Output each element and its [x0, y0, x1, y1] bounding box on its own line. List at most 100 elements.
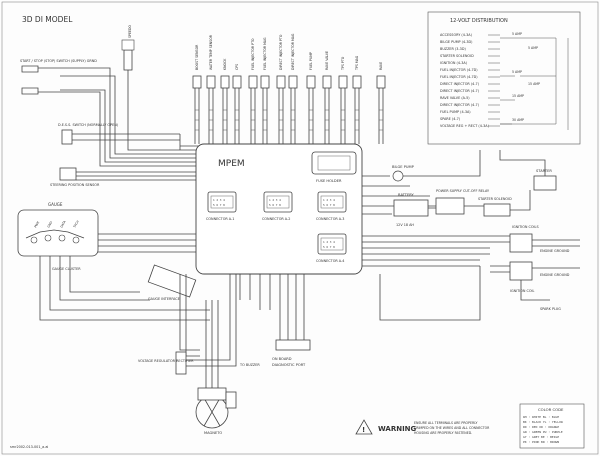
distribution-item: BUZZER (3-3D): [440, 47, 466, 51]
color-code-row: GY : GREY BE : BEIGE: [523, 435, 559, 439]
fuse-rating: 15 AMP: [528, 82, 540, 86]
connector-3: 1 2 3 45 6 7 8 CONNECTOR A-3: [316, 191, 347, 221]
connector-label: CONNECTOR A-1: [206, 217, 234, 221]
sensor-label: DIRECT INJECTOR PTO: [279, 34, 283, 70]
distribution-item: FUEL INJECTOR (4-7D): [440, 75, 478, 79]
color-code-title: COLOR CODE: [538, 407, 564, 412]
distribution-item: RAVE VALVE (A-5): [440, 96, 470, 100]
color-code-row: GN : GREEN PU : PURPLE: [523, 430, 563, 434]
sensor-label: CPS: [235, 64, 239, 70]
color-code-row: BK : BLACK YL : YELLOW: [523, 420, 563, 424]
connector-pins-bottom: 5 6 7 8: [269, 203, 281, 207]
color-code-row: RD : RED OR : ORANGE: [523, 425, 559, 429]
distribution-item: ACCESSORY (4-3A): [440, 33, 473, 37]
start-stop-label: START / STOP (STOP) SWITCH (SUPPLY) GRND: [20, 59, 97, 63]
gauge-cluster-label: GAUGE CLUSTER: [52, 267, 81, 271]
diagram-title: 3D DI MODEL: [22, 15, 73, 24]
steering-label: STEERING POSITION SENSOR: [50, 183, 100, 187]
warning-line: ENSURE ALL TERMINALS ARE PROPERLY: [414, 421, 478, 425]
fuse-rating: 5 AMP: [528, 46, 538, 50]
distribution-item: FUEL INJECTOR (4-7D): [440, 68, 478, 72]
gauge-pin-label: DATA: [59, 219, 67, 229]
sensor-label: KNOCK: [223, 58, 227, 70]
ignition-coils-label: IGNITION COILS: [512, 225, 539, 229]
color-code-row: PK : PINK BR : BROWN: [523, 440, 559, 444]
sensor: CPS: [232, 64, 242, 144]
gauge-label: GAUGE: [48, 202, 63, 207]
sensor: FUEL INJECTOR PTO: [248, 38, 258, 144]
fuse-rating: 15 AMP: [512, 94, 524, 98]
regulator-label: VOLTAGE REGULATOR RECTIFIER: [138, 359, 194, 363]
sensor: TPS MAG: [352, 55, 362, 144]
connector-pins-bottom: 5 6 7 8: [213, 203, 225, 207]
connector-label: CONNECTOR A-3: [316, 217, 344, 221]
top-sensor-row: BOOST SENSOR WATER TEMP SENSOR KNOCK CPS FUE…: [128, 25, 386, 144]
distribution-item: DIRECT INJECTOR (4-7): [440, 89, 480, 93]
mpem-module: MPEM FUSE HOLDER 1 2 3 45 6 7 8CONNECTOR…: [195, 143, 363, 275]
sensor: TPS PTO: [338, 56, 348, 144]
distribution-item: STARTER SOLENOID: [440, 54, 474, 58]
connector-pins-bottom: 5 6 7 8: [323, 203, 335, 207]
distribution-item: VOLTAGE REG + RECT (4-3A): [440, 124, 490, 128]
fuse-rating: 5 AMP: [512, 70, 522, 74]
sensor: FUEL PUMP: [306, 52, 316, 144]
distribution-item: BILGE PUMP (4-3D): [440, 40, 473, 44]
starter-label: STARTER: [536, 169, 552, 173]
connector-1: 1 2 3 45 6 7 8 CONNECTOR A-1: [206, 191, 237, 221]
power-supply-label: POWER SUPPLY CUT-OFF RELAY: [436, 189, 490, 193]
starter-solenoid-label: STARTER SOLENOID: [478, 197, 512, 201]
battery-sub: 12V 18 AH: [396, 223, 414, 227]
warning-line: CRIMPED ON THE WIRES AND ALL CONNECTOR: [414, 426, 490, 430]
gauge-pin-label: TACH: [72, 220, 80, 230]
connector-label: CONNECTOR A-4: [316, 259, 344, 263]
left-top-harness: [21, 39, 200, 181]
spark-plug-label: SPARK PLUG: [540, 307, 561, 311]
gauge-interface-label: GAUGE INTERFACE: [148, 297, 180, 301]
sensor-label: FUEL INJECTOR MAG: [263, 37, 267, 70]
sensor-label: RAVE VALVE: [325, 51, 329, 70]
sensor: RAVE: [376, 62, 386, 144]
distribution-item: DIRECT INJECTOR (4-7): [440, 82, 480, 86]
sensor-label: DIRECT INJECTOR MAG: [291, 33, 295, 70]
sensor: DIRECT INJECTOR PTO: [276, 34, 286, 144]
power-section: BILGE PUMP BATTERY 12V 18 AH POWER SUPPL…: [362, 150, 580, 321]
connector-pins-top: 1 2 3 4: [213, 198, 225, 202]
sensor: WATER TEMP SENSOR: [206, 34, 216, 144]
sensor: BOOST SENSOR: [192, 44, 202, 144]
bilge-pump-label: BILGE PUMP: [392, 165, 415, 169]
footer-ref: smr2002-013-001_a.ai: [10, 445, 48, 449]
distribution-item: FUEL PUMP (4-3A): [440, 110, 471, 114]
connector-pins-bottom: 5 6 7 8: [323, 245, 335, 249]
connector-pins-top: 1 2 3 4: [323, 198, 335, 202]
sensor: KNOCK: [220, 58, 230, 144]
diag-sub-label: ON BOARD: [272, 357, 292, 361]
warning-line: HOUSING ARE PROPERLY FASTENED.: [414, 431, 472, 435]
lower-harness: ON BOARD DIAGNOSTIC PORT VOLTAGE REGULAT…: [138, 274, 311, 435]
sensor: RAVE VALVE: [322, 51, 332, 144]
distribution-panel: 12-VOLT DISTRIBUTION ACCESSORY (4-3A) BIL…: [427, 11, 581, 145]
sensor-label: BOOST SENSOR: [195, 44, 199, 70]
sensor: DIRECT INJECTOR MAG: [288, 33, 298, 144]
sensor-label: TPS MAG: [355, 55, 359, 71]
sensor: FUEL INJECTOR MAG: [260, 37, 270, 144]
speedo-label: SPEEDO: [128, 25, 132, 38]
distribution-title: 12-VOLT DISTRIBUTION: [450, 18, 508, 24]
sensor-label: RAVE: [379, 62, 383, 70]
connector-2: 1 2 3 45 6 7 8 CONNECTOR A-2: [262, 191, 293, 221]
connector-pins-top: 1 2 3 4: [269, 198, 281, 202]
mpem-label: MPEM: [218, 159, 245, 169]
ignition-coil-label: IGNITION COIL: [510, 289, 535, 293]
sensor-label: WATER TEMP SENSOR: [209, 34, 213, 70]
magneto-label: MAGNETO: [204, 431, 222, 435]
warning-title: WARNING: [378, 425, 417, 433]
svg-text:!: !: [362, 426, 365, 434]
distribution-item: IGNITION (4-3A): [440, 61, 468, 65]
engine-ground-label-2: ENGINE GROUND: [540, 273, 570, 277]
sensor-label: FUEL INJECTOR PTO: [251, 38, 255, 70]
warning-block: ! WARNING ENSURE ALL TERMINALS ARE PROPE…: [355, 419, 490, 435]
battery-label: BATTERY: [398, 193, 415, 197]
connector-label: CONNECTOR A-2: [262, 217, 290, 221]
